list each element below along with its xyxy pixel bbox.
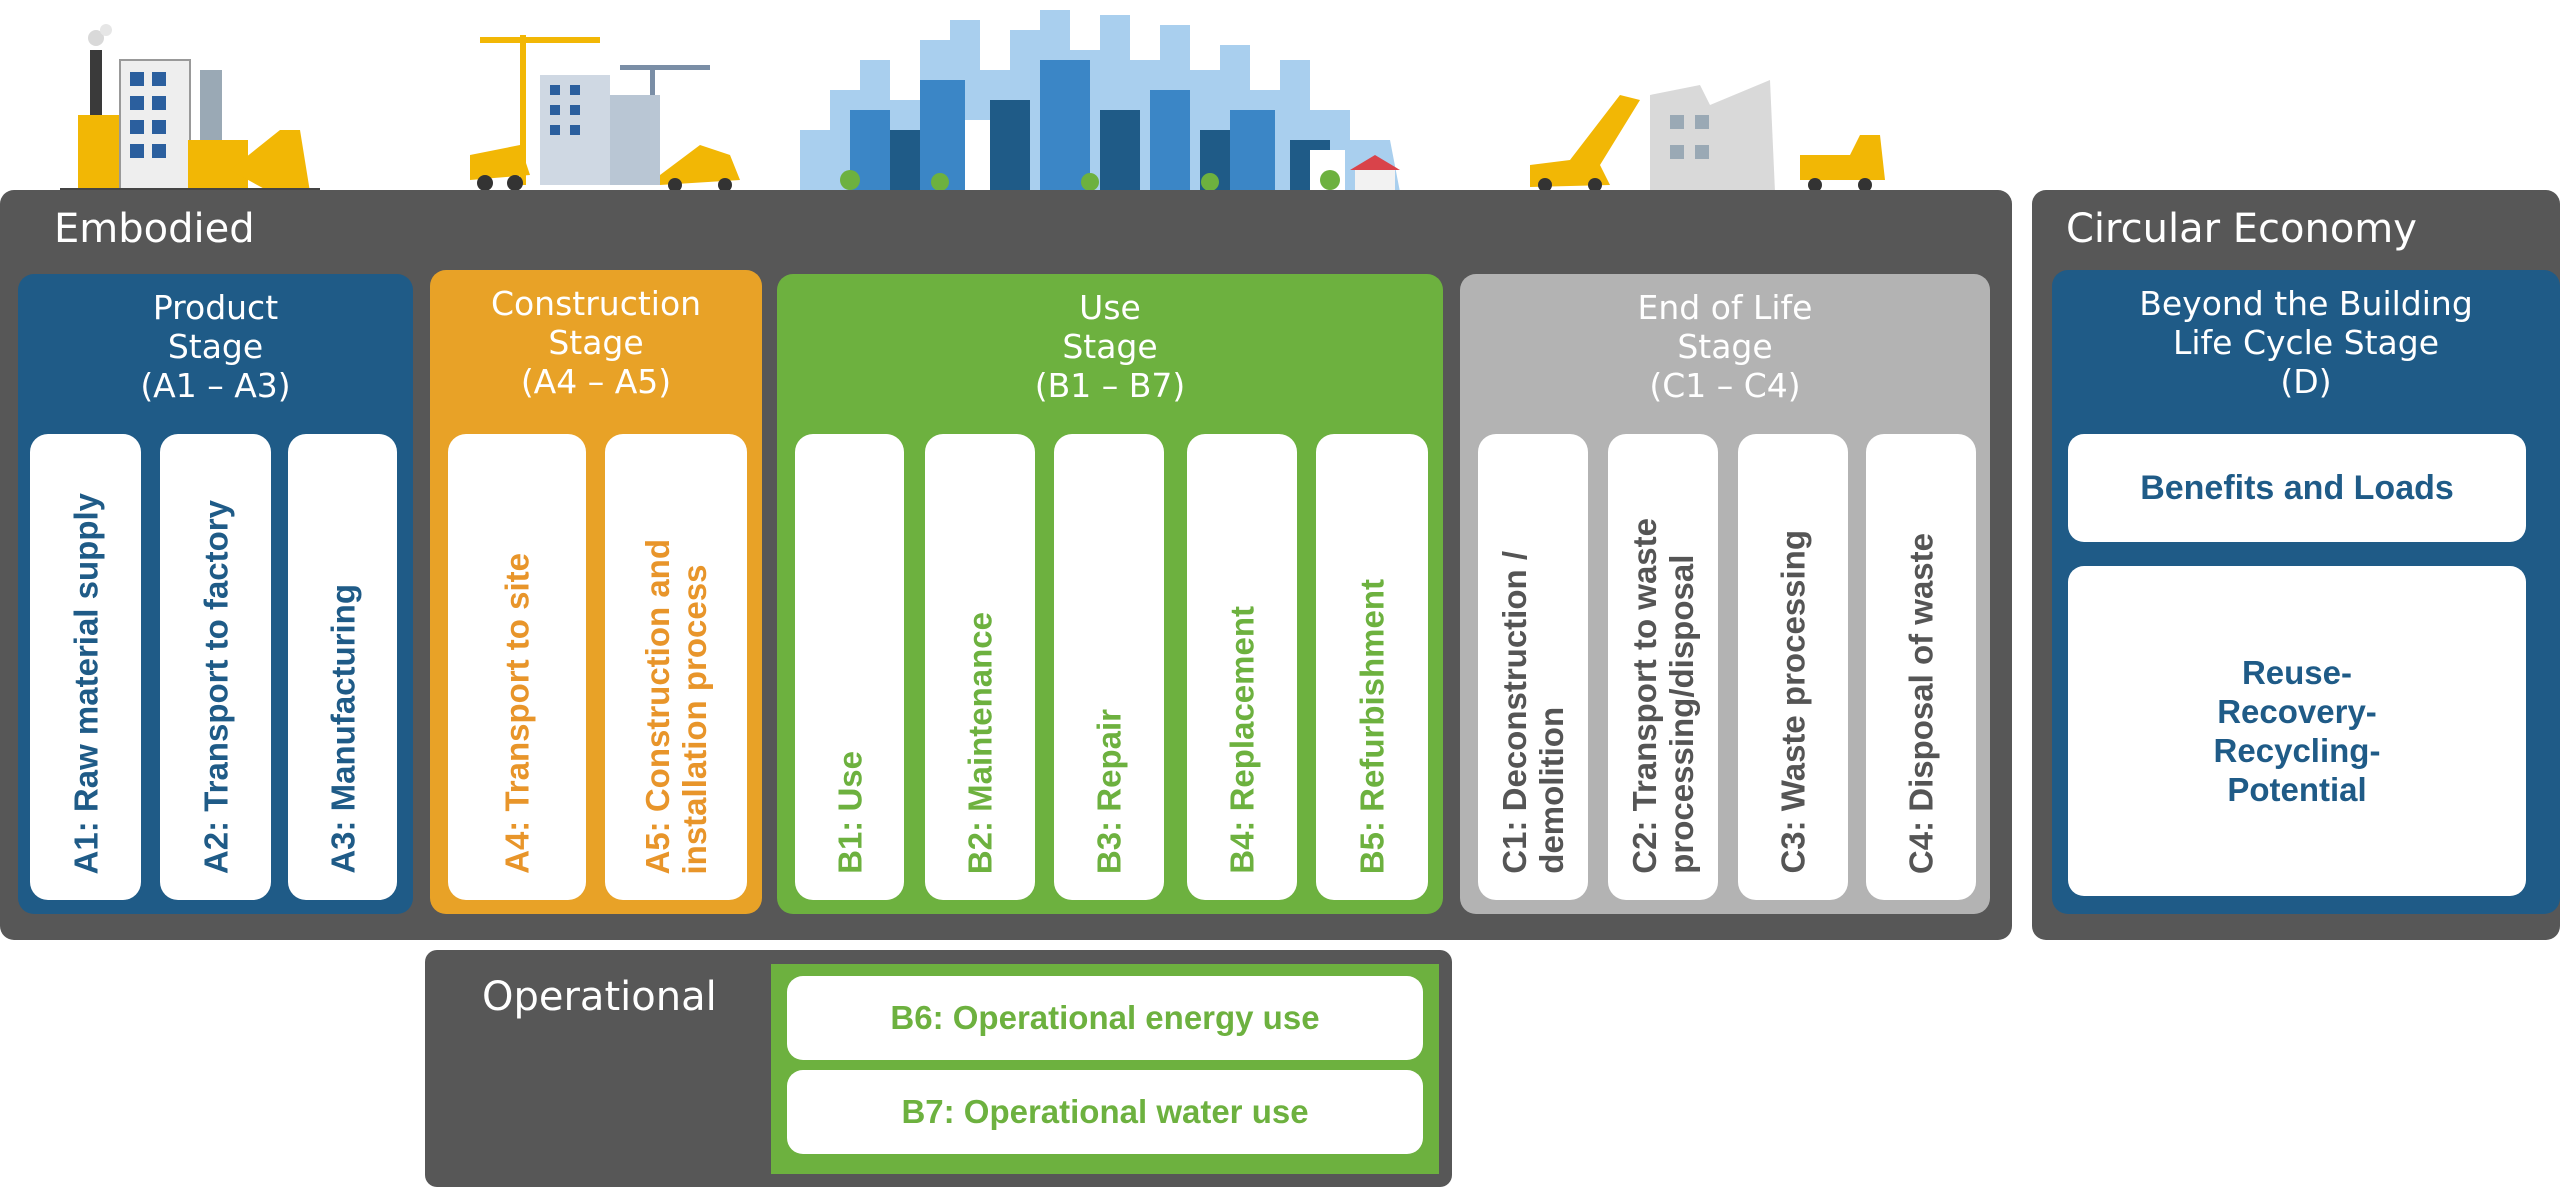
construction-stage: Construction Stage (A4 – A5) A4: Transpo… xyxy=(430,270,762,914)
end-of-life-stage: End of Life Stage (C1 – C4) C1: Deconstr… xyxy=(1460,274,1990,914)
product-stage: Product Stage (A1 – A3) A1: Raw material… xyxy=(18,274,413,914)
end-of-life-stage-title: End of Life Stage (C1 – C4) xyxy=(1637,288,1813,405)
module-b3-card: B3: Repair xyxy=(1054,434,1164,900)
embodied-panel: Embodied Product Stage (A1 – A3) A1: Raw… xyxy=(0,190,2012,940)
construction-site-illustration xyxy=(470,35,740,192)
reuse-recovery-recycling-card: Reuse- Recovery- Recycling- Potential xyxy=(2068,566,2526,896)
use-stage-title: Use Stage (B1 – B7) xyxy=(1034,288,1186,405)
demolition-illustration xyxy=(1530,80,1885,192)
city-skyline-illustration xyxy=(800,10,1400,192)
module-c2-label: C2: Transport to waste processing/dispos… xyxy=(1626,518,1700,874)
product-stage-title: Product Stage (A1 – A3) xyxy=(140,288,291,405)
benefits-and-loads-label: Benefits and Loads xyxy=(2140,468,2454,507)
module-b5-label: B5: Refurbishment xyxy=(1353,578,1391,874)
module-c1-label: C1: Deconstruction / demolition xyxy=(1496,551,1570,874)
module-b4-card: B4: Replacement xyxy=(1187,434,1297,900)
module-b4-label: B4: Replacement xyxy=(1223,606,1261,874)
use-stage: Use Stage (B1 – B7) B1: Use B2: Maintena… xyxy=(777,274,1443,914)
operational-title: Operational xyxy=(482,974,717,1020)
module-a5-card: A5: Construction and installation proces… xyxy=(605,434,747,900)
module-a4-label: A4: Transport to site xyxy=(498,553,536,874)
module-c3-card: C3: Waste processing xyxy=(1738,434,1848,900)
module-c4-card: C4: Disposal of waste xyxy=(1866,434,1976,900)
operational-use-stage: B6: Operational energy use B7: Operation… xyxy=(771,964,1439,1174)
embodied-title: Embodied xyxy=(54,206,255,252)
module-a3-label: A3: Manufacturing xyxy=(324,584,361,874)
module-b5-card: B5: Refurbishment xyxy=(1316,434,1428,900)
module-a1-card: A1: Raw material supply xyxy=(30,434,141,900)
module-c3-label: C3: Waste processing xyxy=(1774,530,1812,874)
module-c1-card: C1: Deconstruction / demolition xyxy=(1478,434,1588,900)
circular-economy-title: Circular Economy xyxy=(2066,206,2417,252)
beyond-life-cycle-stage: Beyond the Building Life Cycle Stage (D)… xyxy=(2052,270,2560,914)
module-b1-label: B1: Use xyxy=(831,751,868,874)
module-b7-label: B7: Operational water use xyxy=(901,1093,1309,1130)
module-a5-label: A5: Construction and installation proces… xyxy=(639,538,713,875)
module-a4-card: A4: Transport to site xyxy=(448,434,586,900)
module-b6-label: B6: Operational energy use xyxy=(890,999,1320,1036)
module-b6-card: B6: Operational energy use xyxy=(787,976,1423,1060)
beyond-life-cycle-title: Beyond the Building Life Cycle Stage (D) xyxy=(2139,284,2473,401)
module-b3-label: B3: Repair xyxy=(1090,708,1128,874)
construction-stage-title: Construction Stage (A4 – A5) xyxy=(490,284,702,401)
module-a1-label: A1: Raw material supply xyxy=(67,492,104,874)
factory-illustration xyxy=(60,24,320,192)
module-b1-card: B1: Use xyxy=(795,434,904,900)
module-b2-card: B2: Maintenance xyxy=(925,434,1035,900)
module-c2-card: C2: Transport to waste processing/dispos… xyxy=(1608,434,1718,900)
module-c4-label: C4: Disposal of waste xyxy=(1902,532,1940,874)
module-a2-label: A2: Transport to factory xyxy=(197,499,234,874)
circular-economy-panel: Circular Economy Beyond the Building Lif… xyxy=(2032,190,2560,940)
module-a3-card: A3: Manufacturing xyxy=(288,434,397,900)
module-b7-card: B7: Operational water use xyxy=(787,1070,1423,1154)
module-b2-label: B2: Maintenance xyxy=(961,611,999,874)
operational-panel: Operational B6: Operational energy use B… xyxy=(425,950,1452,1187)
benefits-and-loads-card: Benefits and Loads xyxy=(2068,434,2526,542)
module-a2-card: A2: Transport to factory xyxy=(160,434,271,900)
